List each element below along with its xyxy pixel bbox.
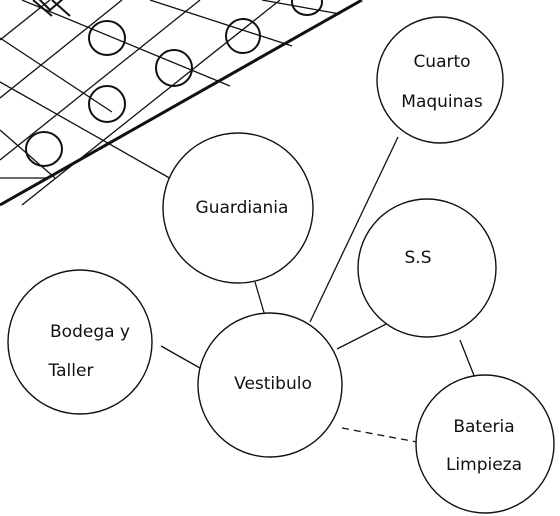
matrix-symbol-o <box>225 18 261 54</box>
matrix-line <box>261 0 341 15</box>
node-label-line: Cuarto <box>413 52 470 72</box>
node-circle <box>357 198 497 338</box>
matrix-line <box>21 0 231 87</box>
matrix-symbols <box>25 0 323 167</box>
connections <box>160 136 476 443</box>
matrix-line <box>0 0 51 41</box>
matrix-symbol-x <box>32 0 71 17</box>
node-circle <box>197 312 343 458</box>
node-cuarto-maquinas: Cuarto Maquinas <box>376 16 504 144</box>
matrix-symbol-o <box>25 131 63 167</box>
node-ss: S.S <box>357 198 497 338</box>
edge-vestibulo-bateria-limpieza <box>341 427 418 443</box>
matrix-line <box>0 0 123 99</box>
edge-ss-bateria-limpieza <box>459 339 476 379</box>
matrix-line <box>0 37 113 113</box>
relationship-matrix <box>0 0 363 207</box>
node-circle <box>415 374 555 514</box>
edge-vestibulo-bodega-taller <box>160 345 208 373</box>
matrix-border <box>0 0 363 207</box>
edge-vestibulo-ss <box>336 319 395 350</box>
matrix-line <box>0 0 201 161</box>
node-circle <box>376 16 504 144</box>
node-label-line: S.S <box>405 248 432 268</box>
matrix-line <box>0 81 174 181</box>
node-label-line: Guardiania <box>196 198 289 218</box>
node-label-line: Bodega y <box>50 322 130 342</box>
node-label-line: Taller <box>48 361 94 381</box>
node-guardiania: Guardiania <box>162 132 314 284</box>
node-bodega-taller: Bodega y Taller <box>7 269 153 415</box>
edge-vestibulo-cuarto-maquinas <box>309 136 399 323</box>
node-label-line: Vestibulo <box>234 374 312 394</box>
node-circle <box>162 132 314 284</box>
node-vestibulo: Vestibulo <box>197 312 343 458</box>
matrix-symbol-o <box>88 85 126 123</box>
matrix-symbol-o <box>291 0 323 16</box>
node-label-line: Maquinas <box>401 92 483 112</box>
matrix-symbol-o <box>88 20 126 56</box>
matrix-line <box>149 0 293 47</box>
matrix-line <box>21 0 281 206</box>
node-label-line: Limpieza <box>446 455 522 475</box>
node-label-line: Bateria <box>453 417 514 437</box>
edge-vestibulo-guardiania <box>254 281 266 317</box>
node-bateria-limpieza: Bateria Limpieza <box>415 374 555 514</box>
node-circle <box>7 269 153 415</box>
matrix-symbol-o <box>155 49 193 87</box>
